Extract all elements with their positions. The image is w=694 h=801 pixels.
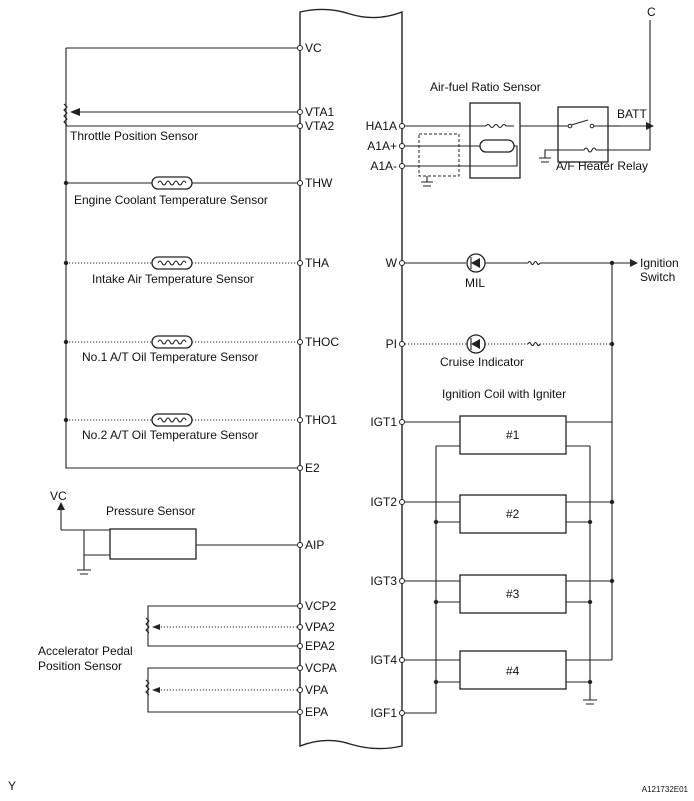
pin-thoc: THOC xyxy=(305,335,339,349)
pin-vcpa: VCPA xyxy=(305,661,337,675)
ignition-coil-label: Ignition Coil with Igniter xyxy=(442,387,566,401)
pin-thw: THW xyxy=(305,176,333,190)
pin-vta2: VTA2 xyxy=(305,119,334,133)
pin-vcp2: VCP2 xyxy=(305,599,337,613)
intake-air-temp-sensor: Intake Air Temperature Sensor xyxy=(63,256,297,286)
connector-c-label: C xyxy=(647,5,656,19)
pin-tho1: THO1 xyxy=(305,413,337,427)
intake-air-temp-sensor-label: Intake Air Temperature Sensor xyxy=(92,272,254,286)
pin-aip: AIP xyxy=(305,538,324,552)
cruise-indicator: Cruise Indicator xyxy=(405,334,612,369)
mil: MIL xyxy=(405,253,612,290)
pin-vta1: VTA1 xyxy=(305,105,334,119)
batt-label: BATT xyxy=(617,107,647,121)
no2-at-oil-temp-sensor: No.2 A/T Oil Temperature Sensor xyxy=(63,413,297,442)
vc-bus xyxy=(65,47,297,469)
coil-4-label: #4 xyxy=(506,664,520,678)
coil-3-label: #3 xyxy=(506,587,520,601)
pin-vc: VC xyxy=(305,41,322,55)
pin-vpa2: VPA2 xyxy=(305,620,335,634)
pin-e2: E2 xyxy=(305,461,320,475)
corner-mark: Y xyxy=(8,779,16,793)
igf-bus xyxy=(405,446,439,714)
pin-epa: EPA xyxy=(305,705,328,719)
no2-at-oil-temp-sensor-label: No.2 A/T Oil Temperature Sensor xyxy=(82,428,258,442)
coil-1-label: #1 xyxy=(506,428,520,442)
ignition-switch-label-1: Ignition xyxy=(640,256,679,270)
pin-a1a-plus: A1A+ xyxy=(367,139,397,153)
mil-label: MIL xyxy=(465,276,485,290)
ignition-coil-2: #2 xyxy=(405,494,612,534)
pin-w: W xyxy=(386,256,398,270)
ecm-right-pins: HA1A A1A+ A1A- W PI IGT1 IGT2 IGT3 IGT4 … xyxy=(366,119,405,720)
pin-igt1: IGT1 xyxy=(370,415,397,429)
accelerator-pedal-sensor-label-1: Accelerator Pedal xyxy=(38,644,133,658)
coil-ground-bus xyxy=(583,446,597,705)
pin-vpa: VPA xyxy=(305,683,328,697)
ignition-switch: Ignition Switch xyxy=(612,256,679,284)
throttle-position-sensor: Throttle Position Sensor xyxy=(63,103,297,143)
pressure-sensor: VC Pressure Sensor xyxy=(50,489,297,575)
pin-epa2: EPA2 xyxy=(305,639,335,653)
pin-igf1: IGF1 xyxy=(370,706,397,720)
pin-igt4: IGT4 xyxy=(370,653,397,667)
ignition-coil-3: #3 xyxy=(405,574,612,614)
no1-at-oil-temp-sensor-label: No.1 A/T Oil Temperature Sensor xyxy=(82,350,258,364)
engine-coolant-temp-sensor-label: Engine Coolant Temperature Sensor xyxy=(74,193,268,207)
throttle-position-sensor-label: Throttle Position Sensor xyxy=(70,129,198,143)
pin-igt2: IGT2 xyxy=(370,495,397,509)
engine-coolant-temp-sensor: Engine Coolant Temperature Sensor xyxy=(63,176,297,207)
pin-pi: PI xyxy=(386,337,397,351)
vc-supply-label: VC xyxy=(50,489,67,503)
ignition-coil-1: #1 xyxy=(405,415,612,455)
accelerator-pedal-position-sensor: Accelerator Pedal Position Sensor xyxy=(38,605,297,713)
pin-a1a-minus: A1A- xyxy=(370,159,397,173)
af-heater-relay-label: A/F Heater Relay xyxy=(556,159,648,173)
pin-tha: THA xyxy=(305,256,329,270)
pin-ha1a: HA1A xyxy=(366,119,397,133)
ecm-body xyxy=(299,8,403,750)
pressure-sensor-label: Pressure Sensor xyxy=(106,504,195,518)
coil-2-label: #2 xyxy=(506,507,520,521)
accelerator-pedal-sensor-label-2: Position Sensor xyxy=(38,659,122,673)
cruise-indicator-label: Cruise Indicator xyxy=(440,355,524,369)
no1-at-oil-temp-sensor: No.1 A/T Oil Temperature Sensor xyxy=(63,335,297,364)
ecm-left-pins: VC VTA1 VTA2 THW THA THOC THO1 E2 AIP VC… xyxy=(297,41,339,719)
ignition-coil-4: #4 xyxy=(405,650,612,690)
figure-code: A121732E01 xyxy=(642,785,689,794)
af-heater-relay: BATT C A/F Heater Relay xyxy=(539,5,656,173)
pin-igt3: IGT3 xyxy=(370,574,397,588)
air-fuel-ratio-sensor-label: Air-fuel Ratio Sensor xyxy=(430,80,541,94)
air-fuel-ratio-sensor: Air-fuel Ratio Sensor xyxy=(405,80,558,187)
ignition-switch-label-2: Switch xyxy=(640,270,675,284)
